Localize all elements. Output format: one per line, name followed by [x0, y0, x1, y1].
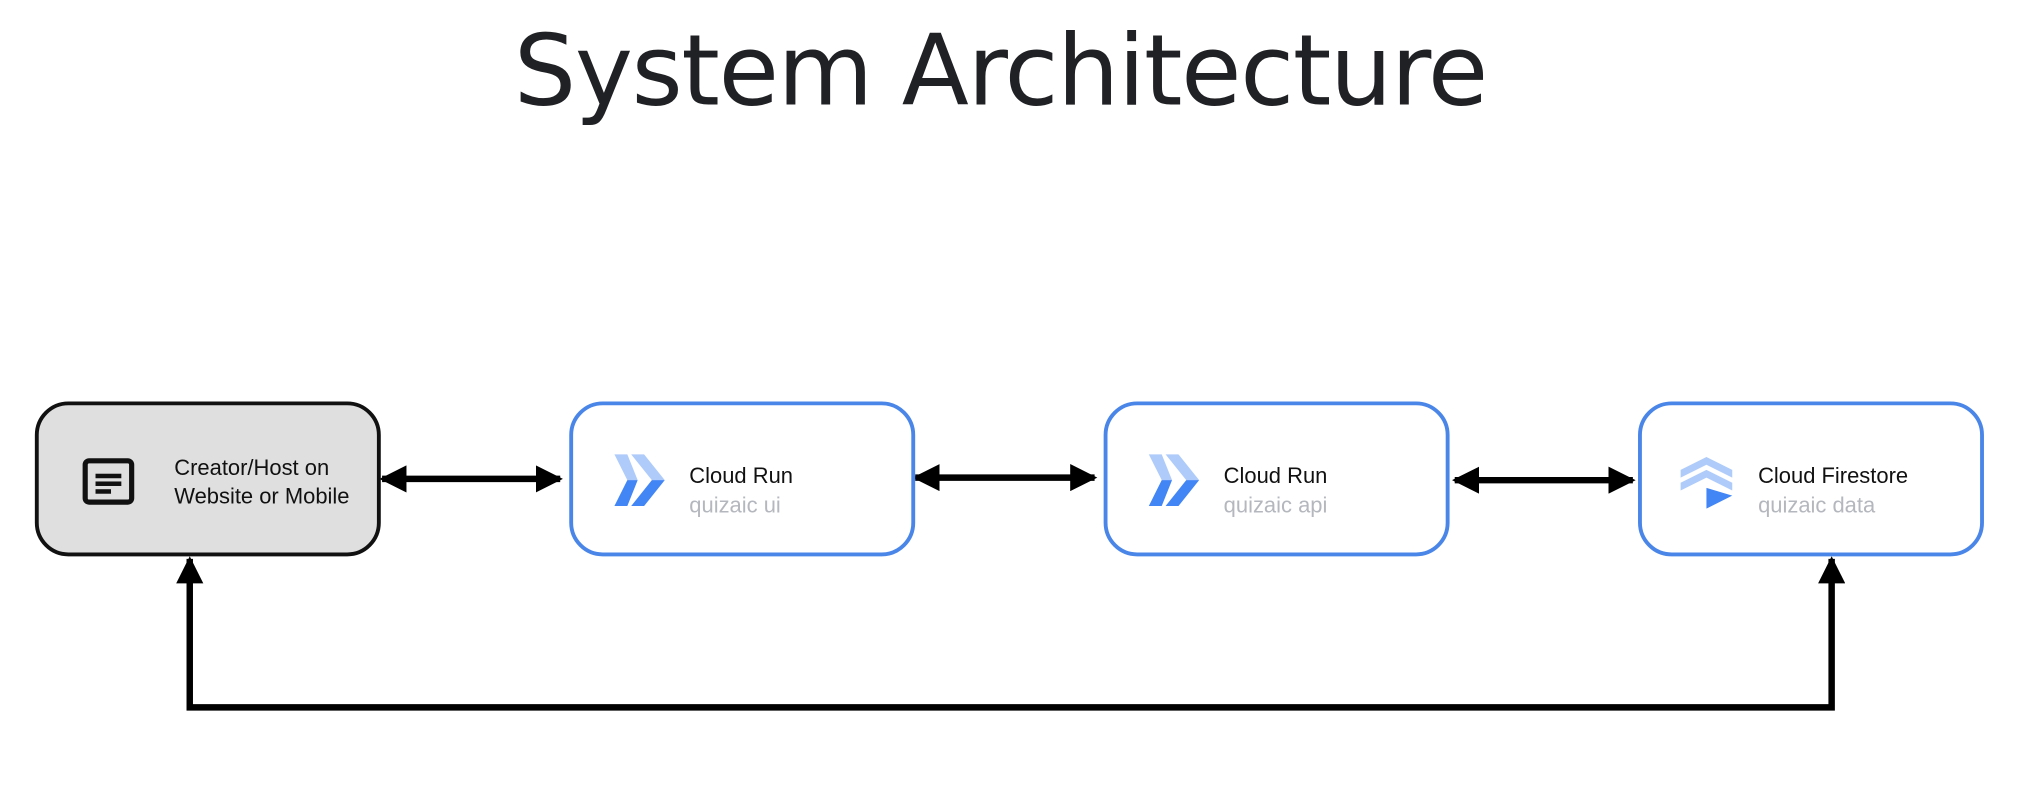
node-creator-host: Creator/Host on Website or Mobile — [34, 401, 381, 557]
node-label: Cloud Run — [1223, 463, 1328, 488]
cloud-run-icon — [614, 454, 665, 506]
node-label: Creator/Host on Website or Mobile — [174, 455, 350, 509]
node-cloud-run-api: Cloud Run quizaic api — [1103, 401, 1450, 557]
node-label: Cloud Firestore — [1758, 463, 1909, 488]
edge-client-data — [176, 556, 1846, 711]
cloud-firestore-icon — [1680, 456, 1733, 509]
node-sublabel: quizaic api — [1223, 493, 1328, 518]
web-page-icon — [82, 458, 135, 505]
node-label: Cloud Run — [689, 463, 793, 488]
diagram-title: System Architecture — [513, 12, 1488, 128]
node-cloud-run-ui: Cloud Run quizaic ui — [569, 401, 916, 557]
node-cloud-firestore: Cloud Firestore quizaic data — [1638, 401, 1984, 557]
node-sublabel: quizaic data — [1758, 493, 1876, 518]
node-sublabel: quizaic ui — [689, 493, 781, 518]
cloud-run-icon — [1148, 454, 1200, 506]
